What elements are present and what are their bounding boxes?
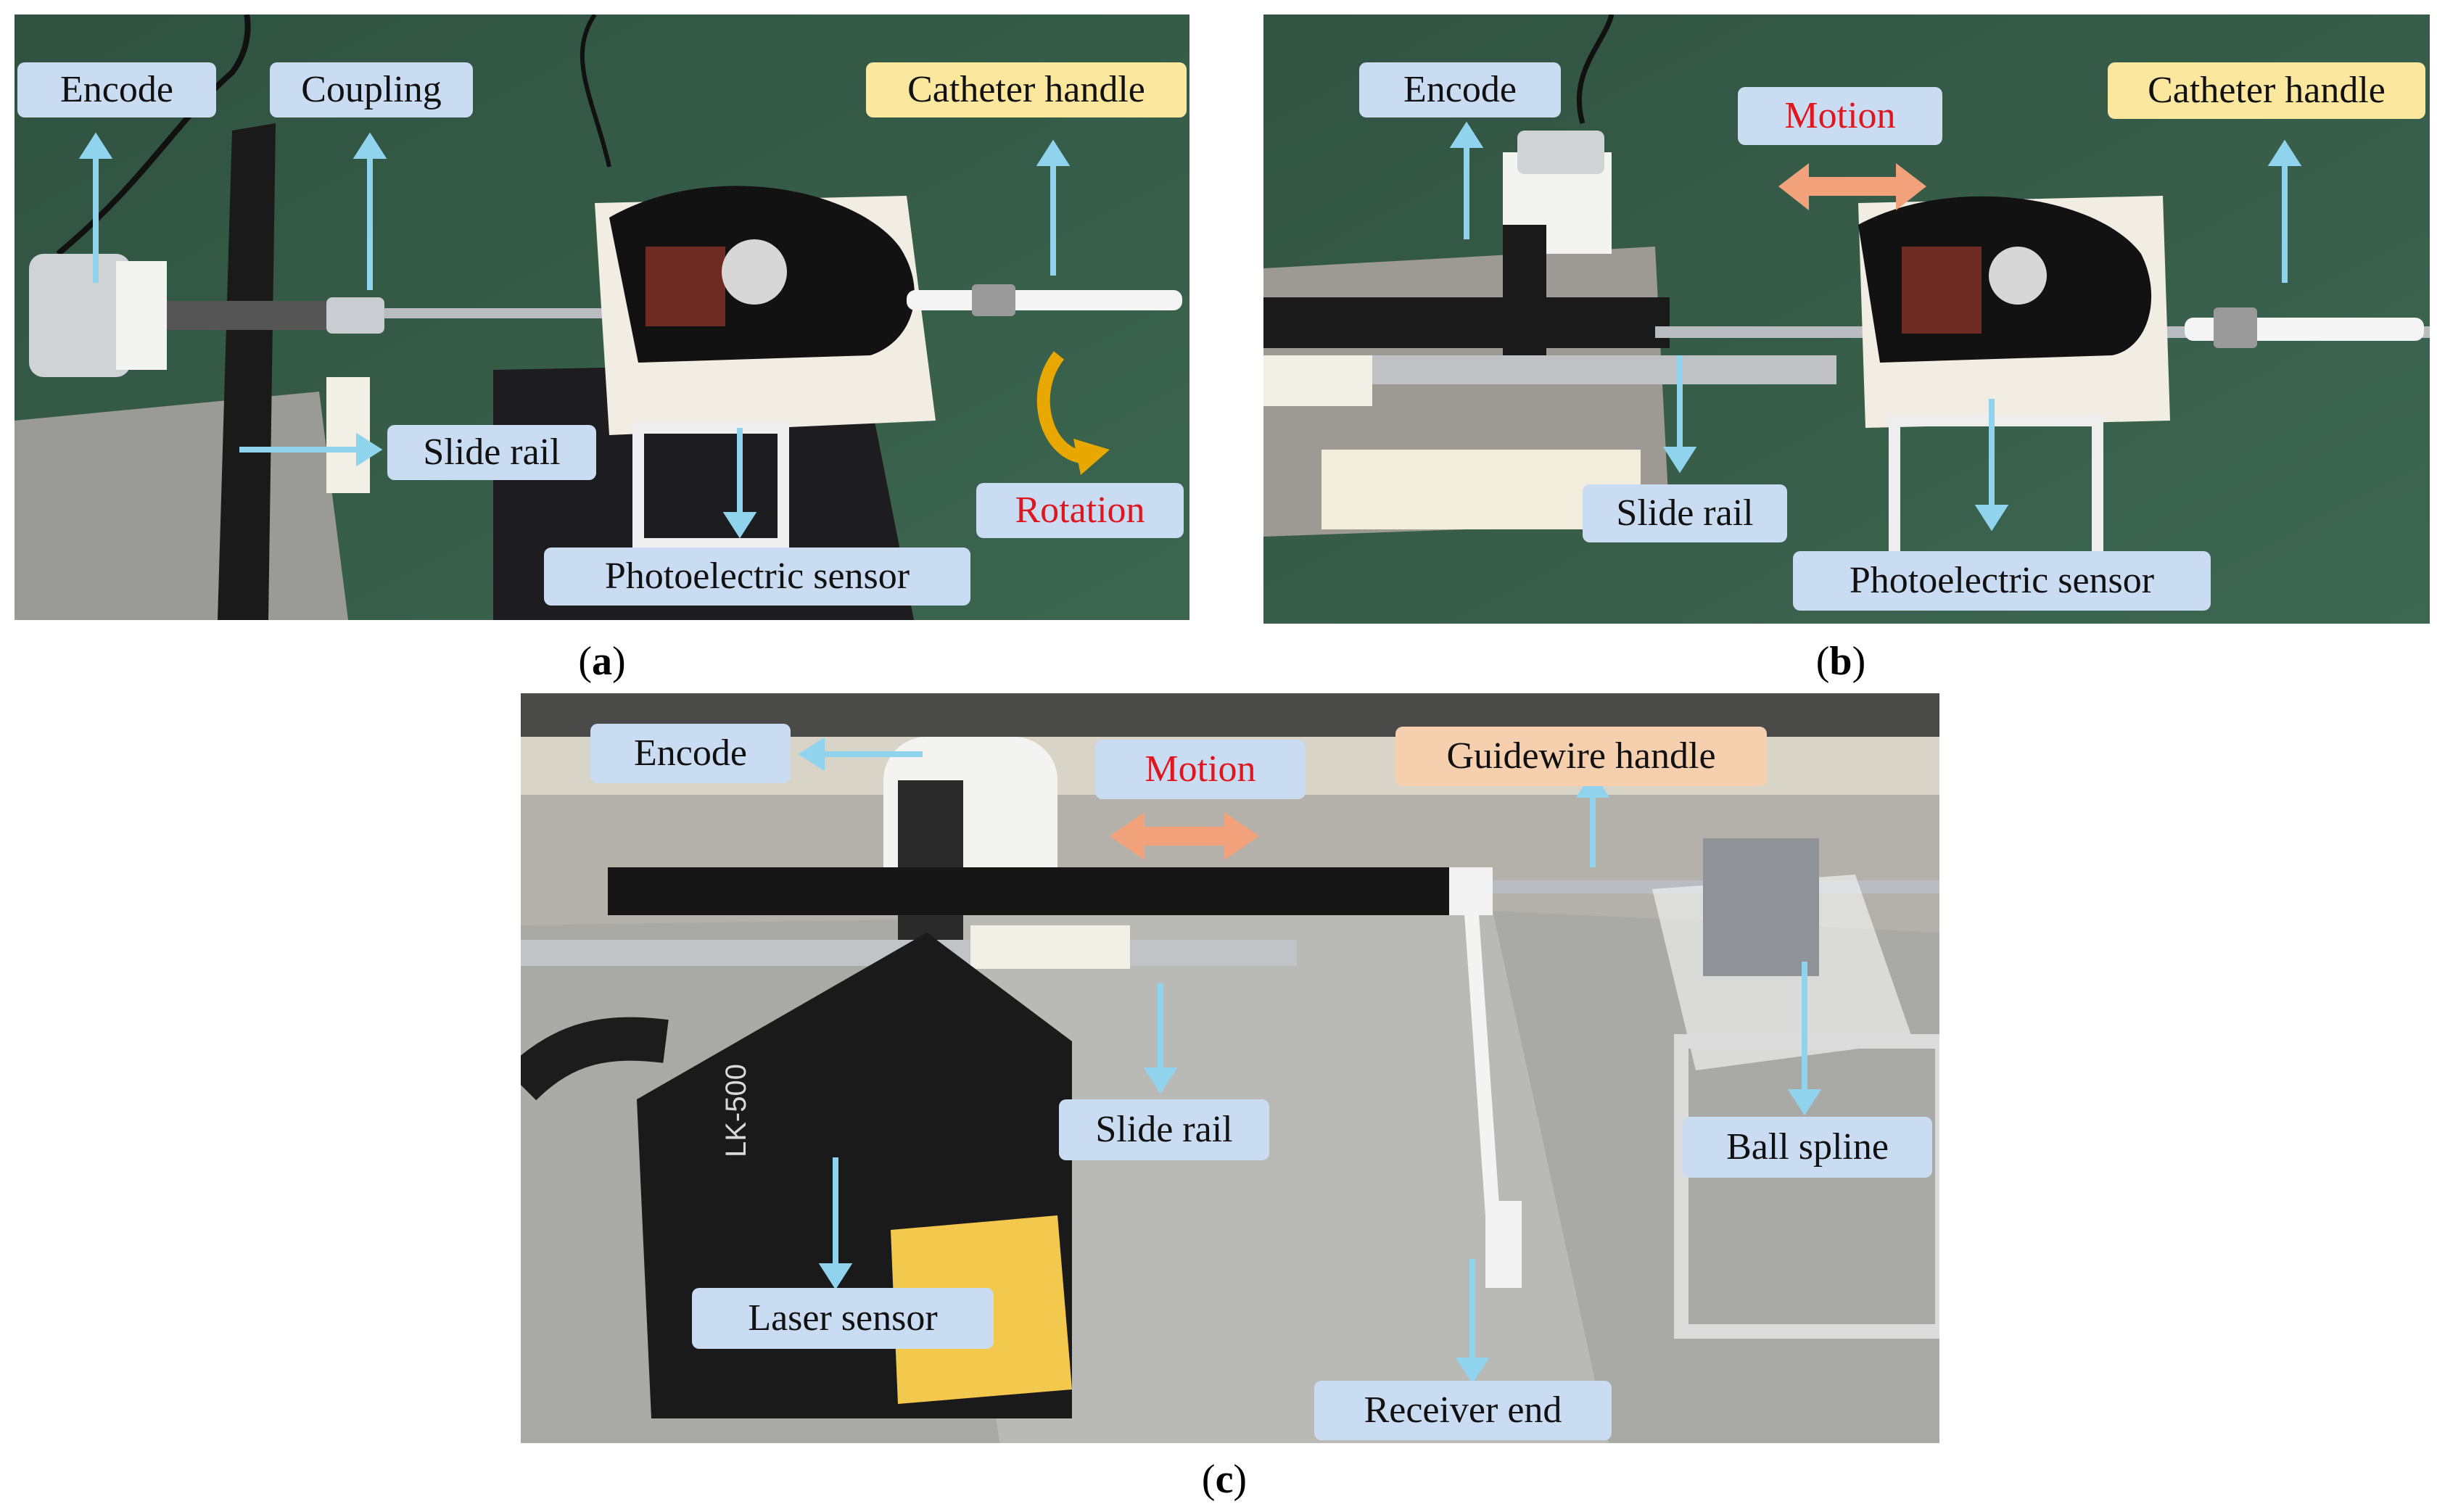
label-receiver-end: Receiver end (1314, 1381, 1612, 1440)
caption-b-letter: b (1829, 639, 1852, 684)
panel-b-motion-arrow (1778, 163, 1926, 210)
panel-c-motion-arrow (1110, 812, 1259, 860)
caption-c: (c) (1201, 1457, 1248, 1502)
panel-b-arrows (1449, 121, 2302, 532)
photo-panel-a: Encode Coupling Catheter handle Slide ra… (15, 15, 1189, 620)
label-coupling: Coupling (270, 62, 473, 117)
caption-a-letter: a (592, 639, 612, 684)
label-slide-rail: Slide rail (387, 425, 596, 480)
label-slide-rail: Slide rail (1059, 1099, 1269, 1160)
label-photoelectric-sensor: Photoelectric sensor (544, 548, 970, 606)
label-ball-spline: Ball spline (1683, 1117, 1932, 1178)
photo-panel-c: LK-500 Encode Motion Guidewire handle Sl… (521, 693, 1939, 1443)
caption-c-letter: c (1215, 1457, 1234, 1502)
label-slide-rail: Slide rail (1583, 484, 1787, 542)
label-laser-sensor: Laser sensor (692, 1288, 994, 1349)
photo-panel-b: Encode Motion Catheter handle Slide rail… (1263, 15, 2430, 624)
label-encode: Encode (17, 62, 216, 117)
caption-b: (b) (1815, 639, 1866, 684)
panel-a-arrows (78, 132, 1071, 539)
label-guidewire-handle: Guidewire handle (1395, 727, 1767, 786)
label-rotation: Rotation (976, 483, 1184, 538)
label-encode: Encode (1359, 62, 1561, 117)
label-motion: Motion (1738, 87, 1942, 145)
device-model-text: LK-500 (720, 1064, 752, 1157)
label-motion: Motion (1095, 740, 1306, 799)
label-encode: Encode (590, 724, 791, 783)
label-photoelectric-sensor: Photoelectric sensor (1793, 551, 2211, 611)
label-catheter-handle: Catheter handle (2108, 62, 2425, 119)
label-catheter-handle: Catheter handle (866, 62, 1187, 117)
caption-a: (a) (578, 639, 626, 684)
